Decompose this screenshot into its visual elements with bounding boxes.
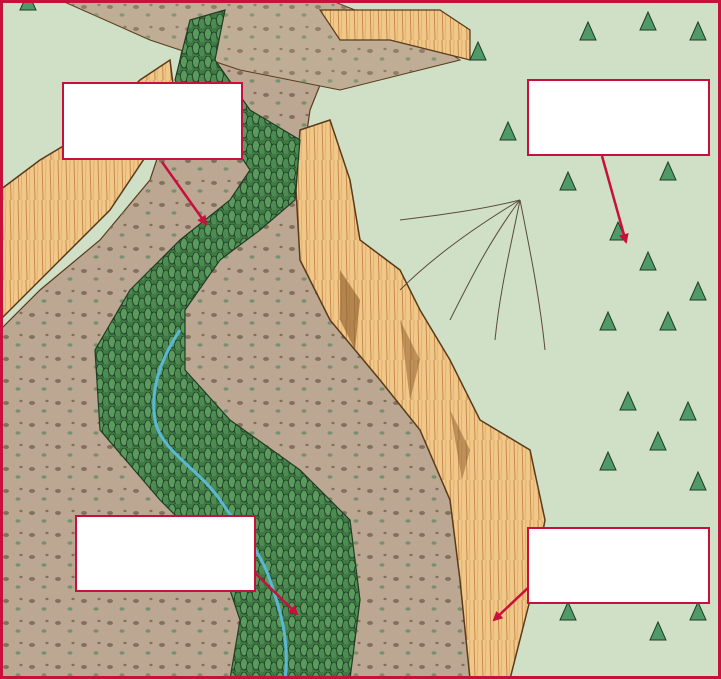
label-box-bottom-right[interactable] [527, 527, 710, 604]
label-box-top-right[interactable] [527, 79, 710, 156]
label-box-bottom-left[interactable] [75, 515, 256, 592]
label-box-top-left[interactable] [62, 82, 243, 160]
